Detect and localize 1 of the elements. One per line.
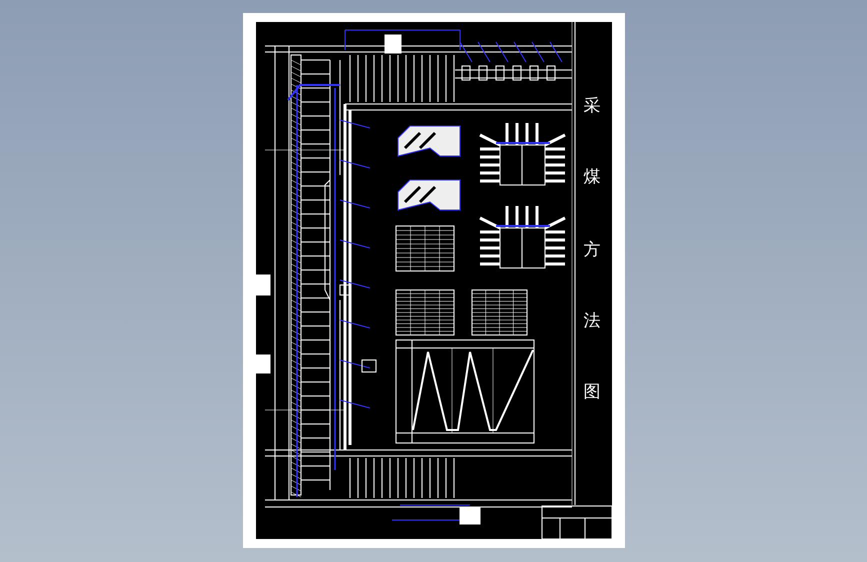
drawing-title: 采煤方法图 (581, 81, 603, 444)
